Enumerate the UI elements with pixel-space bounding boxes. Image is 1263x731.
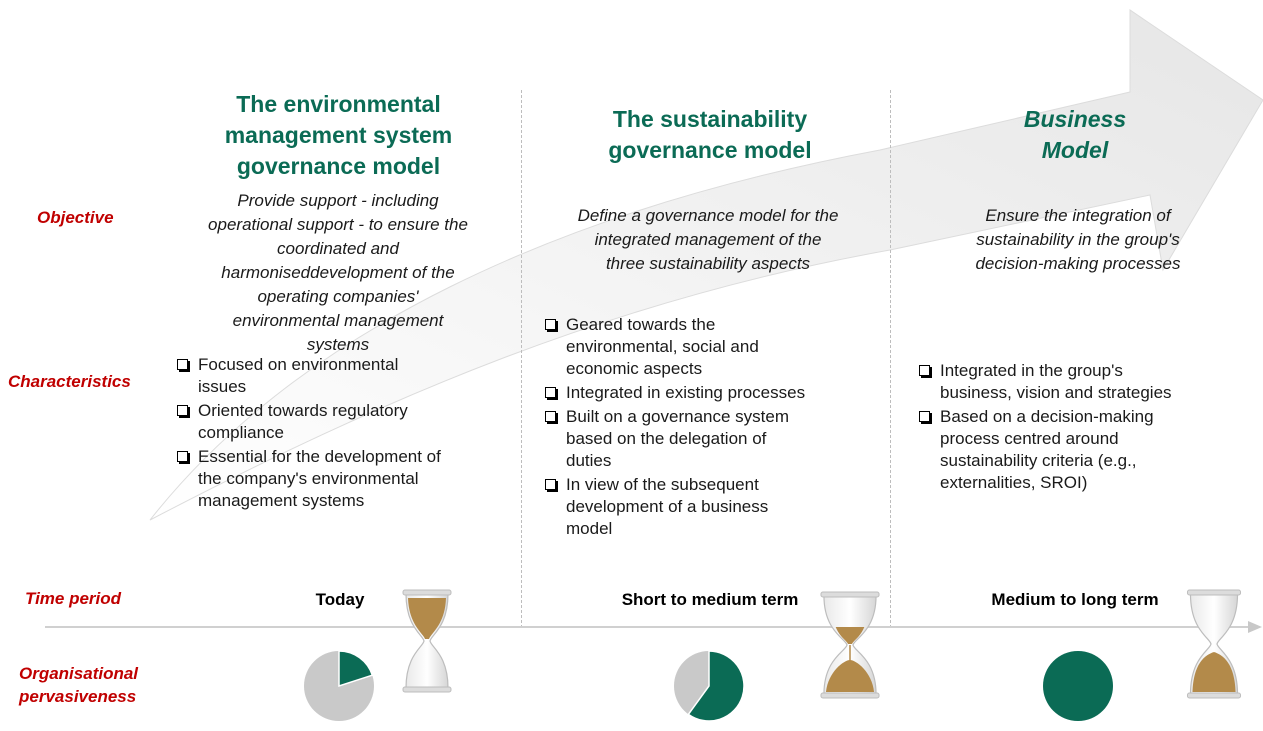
column-title-environmental: The environmental management system gove… bbox=[224, 91, 453, 179]
pervasiveness-pie-medium-to-long bbox=[1043, 651, 1113, 721]
hourglass-icon bbox=[402, 589, 452, 693]
row-label-organisational-pervasiveness: Organisational pervasiveness bbox=[19, 664, 139, 706]
pie-slice bbox=[338, 650, 374, 688]
column-title-business-model: Business Model bbox=[1023, 106, 1127, 163]
objective-text-environmental: Provide support - including operational … bbox=[208, 191, 468, 354]
hourglass-icon bbox=[1186, 589, 1242, 699]
checkbox-bullet-icon bbox=[177, 359, 188, 370]
column-title-sustainability: The sustainability governance model bbox=[608, 106, 812, 163]
pervasiveness-pie-today bbox=[304, 650, 374, 721]
column-divider-1 bbox=[521, 90, 522, 628]
checkbox-bullet-icon bbox=[545, 479, 556, 490]
row-label-characteristics: Characteristics bbox=[8, 372, 131, 391]
period-label-medium-to-long: Medium to long term bbox=[991, 590, 1159, 609]
row-label-time-period: Time period bbox=[25, 589, 122, 608]
objective-text-business-model: Ensure the integration of sustainability… bbox=[975, 206, 1181, 273]
checkbox-bullet-icon bbox=[177, 405, 188, 416]
timeline-arrow-icon bbox=[45, 621, 1262, 633]
checkbox-bullet-icon bbox=[545, 319, 556, 330]
pie-base bbox=[1043, 651, 1113, 721]
checkbox-bullet-icon bbox=[177, 451, 188, 462]
checkbox-bullet-icon bbox=[545, 411, 556, 422]
row-label-objective: Objective bbox=[37, 208, 114, 227]
pervasiveness-pie-short-to-medium bbox=[674, 650, 745, 722]
hourglass-icon bbox=[820, 591, 880, 699]
pie-slice bbox=[687, 650, 745, 722]
column-divider-2 bbox=[890, 90, 891, 628]
list-item: Integrated in existing processes bbox=[543, 382, 883, 404]
period-label-short-to-medium: Short to medium term bbox=[621, 590, 799, 609]
checkbox-bullet-icon bbox=[545, 387, 556, 398]
period-label-today: Today bbox=[315, 590, 365, 609]
objective-text-sustainability: Define a governance model for the integr… bbox=[577, 206, 839, 273]
checkbox-bullet-icon bbox=[919, 411, 930, 422]
checkbox-bullet-icon bbox=[919, 365, 930, 376]
